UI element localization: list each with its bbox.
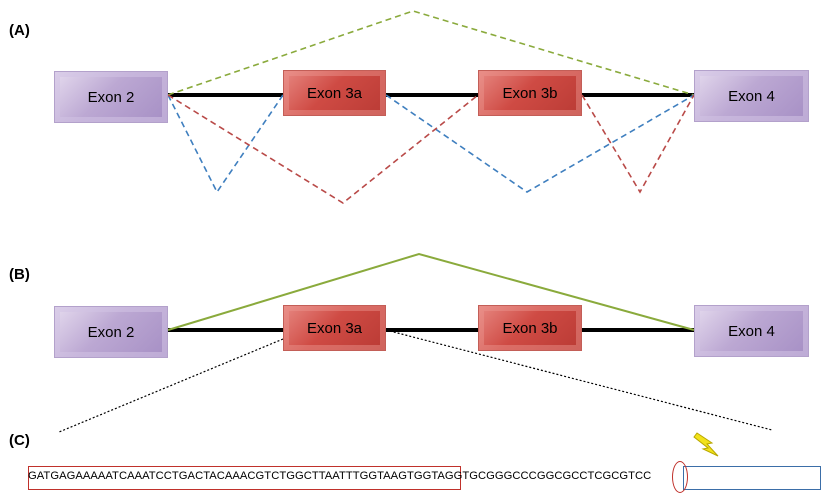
- red-dashed-3b-4: [581, 94, 695, 194]
- dna-sequence: GATGAGAAAAATCAAATCCTGACTACAAACGTCTGGCTTA…: [28, 470, 652, 482]
- exon-3a-a: Exon 3a: [283, 70, 386, 116]
- exon-3a-b: Exon 3a: [283, 305, 386, 351]
- exon-2-a: Exon 2: [54, 71, 168, 123]
- exon-4-b: Exon 4: [694, 305, 809, 357]
- panel-b-label: (B): [9, 266, 30, 283]
- exon-2-b-label: Exon 2: [87, 323, 135, 341]
- exon-2-a-label: Exon 2: [87, 88, 135, 106]
- exon-4-a-label: Exon 4: [728, 87, 775, 105]
- blue-dashed-exon2-3a: [167, 94, 284, 194]
- exon-4-a: Exon 4: [694, 70, 809, 122]
- exon-3a-b-label: Exon 3a: [306, 319, 363, 337]
- exon-4-b-label: Exon 4: [728, 322, 775, 340]
- lightning-icon: [693, 432, 719, 457]
- cut-site-circle: [672, 461, 688, 493]
- zoom-line-right: [385, 329, 773, 431]
- exon-3b-a-label: Exon 3b: [502, 84, 558, 102]
- panel-c-label: (C): [9, 432, 30, 449]
- exon-3b-b-label: Exon 3b: [502, 319, 558, 337]
- panel-a-label: (A): [9, 22, 30, 39]
- exon-sequence-box: [28, 466, 461, 490]
- target-sequence-box: [683, 466, 821, 490]
- green-dashed-skip: [167, 10, 695, 96]
- exon-3b-a: Exon 3b: [478, 70, 582, 116]
- blue-dashed-3a-4: [385, 94, 695, 193]
- exon-3a-a-label: Exon 3a: [306, 84, 363, 102]
- red-dashed-exon2-3b: [167, 94, 479, 204]
- exon-2-b: Exon 2: [54, 306, 168, 358]
- green-solid-skip: [167, 252, 695, 331]
- exon-3b-b: Exon 3b: [478, 305, 582, 351]
- zoom-line-left: [58, 338, 284, 433]
